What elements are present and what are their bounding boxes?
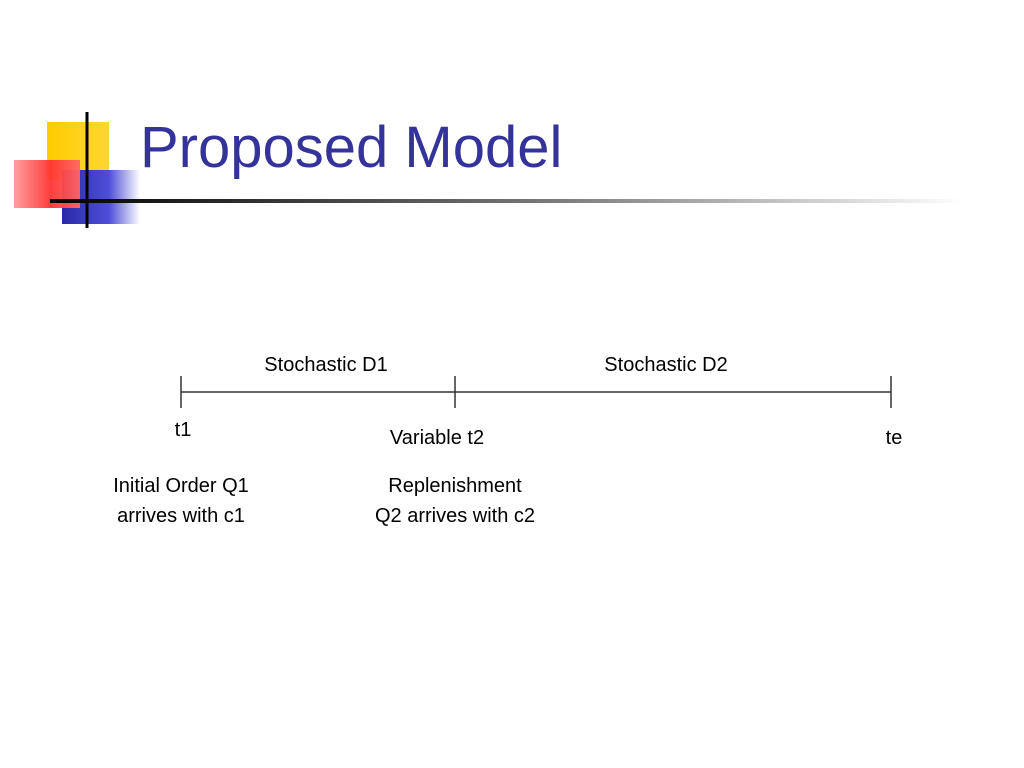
point-description-t2: Replenishment Q2 arrives with c2 — [375, 471, 535, 531]
description-line: arrives with c1 — [117, 505, 245, 527]
segment-label-d1: Stochastic D1 — [264, 354, 388, 376]
point-description-t1: Initial Order Q1 arrives with c1 — [113, 471, 249, 531]
segment-label-d2: Stochastic D2 — [604, 354, 728, 376]
page-title: Proposed Model — [140, 115, 563, 180]
description-line: Replenishment — [388, 475, 522, 497]
point-label-t2: Variable t2 — [389, 427, 485, 449]
decorative-logo-squares — [14, 112, 140, 228]
point-label-te: te — [885, 427, 903, 449]
description-line: Q2 arrives with c2 — [374, 505, 536, 527]
title-underline — [50, 199, 964, 203]
description-line: Initial Order Q1 — [113, 475, 249, 497]
point-label-t1: t1 — [174, 419, 192, 441]
